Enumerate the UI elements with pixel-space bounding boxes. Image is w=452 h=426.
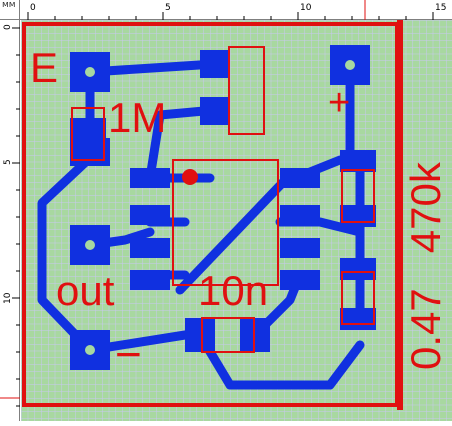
pad-r3-bottom	[340, 308, 376, 330]
top-tick-0: 0	[30, 3, 36, 13]
hole-bottom-left	[85, 345, 95, 355]
pad-r3-top	[340, 258, 376, 280]
pad-r1-bottom	[200, 97, 230, 125]
ic-pin-2	[130, 205, 170, 225]
left-ruler-ticks: 0 5 10	[0, 24, 20, 407]
silkscreen	[22, 20, 403, 410]
ic-pin-7	[280, 205, 320, 225]
ruler-unit: мм	[0, 0, 20, 20]
pad-c1-left	[185, 318, 215, 352]
silk-label-e: E	[30, 44, 58, 91]
silk-ic	[172, 159, 279, 286]
ic-pin-1	[130, 168, 170, 188]
pad-r2-mid	[70, 118, 106, 138]
pcb-board-canvas[interactable]: E 1M 10n out + − 0.47 470k	[21, 20, 452, 421]
pad-c2-bottom	[340, 205, 376, 227]
silk-r3	[341, 271, 375, 325]
silk-label-values: 0.47 470k	[402, 161, 449, 370]
silk-label-plus: +	[328, 82, 350, 124]
hole-top-left	[85, 67, 95, 77]
pad-r1-top	[200, 50, 230, 78]
silk-r1	[228, 46, 265, 135]
silk-label-minus: −	[115, 328, 142, 380]
silk-label-10n: 10n	[198, 267, 268, 314]
left-tick-0: 0	[3, 24, 13, 30]
left-tick-5: 5	[3, 159, 13, 165]
left-ruler: 0 5 10	[0, 20, 20, 421]
ic-pin-6	[280, 238, 320, 258]
left-tick-10: 10	[3, 292, 13, 304]
silk-label-1m: 1M	[108, 94, 166, 141]
top-tick-10: 10	[300, 3, 312, 13]
silk-r2	[71, 107, 105, 161]
ic-pin1-marker	[182, 169, 198, 185]
drill-holes	[85, 60, 355, 355]
silk-c1	[201, 317, 255, 353]
ic-pin-8	[280, 168, 320, 188]
top-ruler: 0 5 10 15	[0, 0, 452, 20]
ic-pin-4	[130, 270, 170, 290]
top-tick-15: 15	[435, 3, 446, 13]
silk-c2	[341, 169, 375, 223]
hole-top-right	[345, 60, 355, 70]
ic-pin-5	[280, 270, 320, 290]
top-tick-5: 5	[165, 3, 171, 13]
pad-c2-top	[340, 150, 376, 172]
ic-pin-3	[130, 238, 170, 258]
hole-out	[85, 240, 95, 250]
top-ruler-ticks: 0 5 10 15	[27, 0, 446, 20]
silk-label-out: out	[56, 267, 115, 314]
